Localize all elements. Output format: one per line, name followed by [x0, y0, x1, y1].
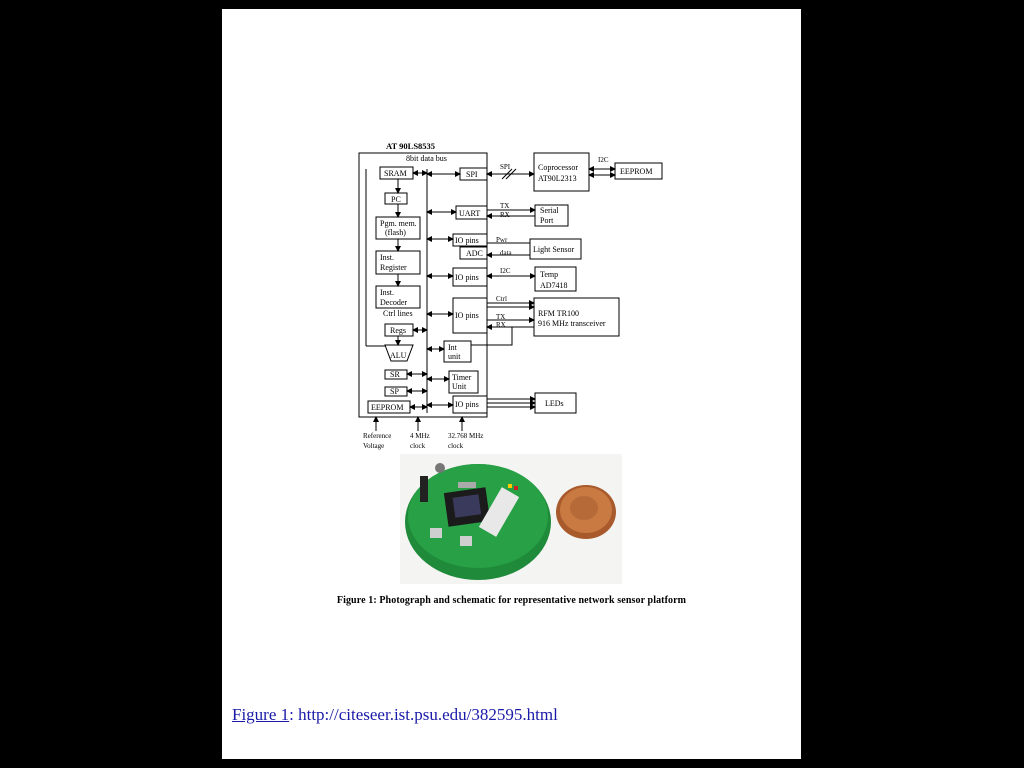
transceiver-label: 916 MHz transceiver: [538, 319, 606, 328]
sensor-board-photo: [400, 454, 622, 584]
schematic-diagram: AT 90LS8535 8bit data bus SRAM PC Pgm. m…: [358, 141, 663, 450]
figure-link[interactable]: Figure 1: [232, 705, 290, 724]
timer-label: Timer: [452, 373, 472, 382]
data-bus-label: 8bit data bus: [406, 154, 447, 163]
i2c-top-signal-label: I2C: [598, 156, 609, 164]
unit-label: unit: [448, 352, 461, 361]
eeprom-internal-label: EEPROM: [371, 403, 403, 412]
clock-32mhz-label: 32.768 MHz: [448, 432, 483, 440]
eeprom-external-label: EEPROM: [620, 167, 652, 176]
coprocessor-model-label: AT90L2313: [538, 174, 577, 183]
temp-model-label: AD7418: [540, 281, 568, 290]
light-sensor-block: [529, 238, 582, 260]
clock-label-2: clock: [448, 442, 464, 450]
pwr-signal: Pwr: [496, 236, 508, 244]
regs-label: Regs: [390, 326, 406, 335]
chip-title: AT 90LS8535: [386, 141, 435, 151]
clock-4mhz-label: 4 MHz: [410, 432, 430, 440]
io-pins-3-label: IO pins: [455, 311, 479, 320]
coprocessor-label: Coprocessor: [538, 163, 578, 172]
sram-label: SRAM: [384, 169, 407, 178]
sp-label: SP: [390, 387, 399, 396]
coprocessor-block: [533, 152, 590, 192]
inst-decoder-label-2: Decoder: [380, 298, 407, 307]
rx-signal-2: RX: [496, 321, 506, 329]
timer-unit-block: [448, 370, 479, 394]
inst-decoder-label-1: Inst.: [380, 288, 394, 297]
int-label: Int: [448, 343, 458, 352]
serial-label: Serial: [540, 206, 559, 215]
figure-url: : http://citeseer.ist.psu.edu/382595.htm…: [289, 705, 558, 724]
voltage-label: Voltage: [363, 442, 384, 450]
light-sensor-label: Light Sensor: [533, 245, 574, 254]
inst-register-label-2: Register: [380, 263, 407, 272]
temp-label: Temp: [540, 270, 558, 279]
port-label: Port: [540, 216, 554, 225]
alu-block: [384, 344, 414, 362]
alu-label: ALU: [390, 351, 407, 360]
figure-reference: Figure 1: http://citeseer.ist.psu.edu/38…: [232, 705, 558, 725]
reference-label: Reference: [363, 432, 391, 440]
pgm-mem-label: Pgm. mem.: [380, 219, 417, 228]
io-pins-4-label: IO pins: [455, 400, 479, 409]
slide-page: AT 90LS8535 8bit data bus SRAM PC Pgm. m…: [222, 9, 801, 759]
figure-caption: Figure 1: Photograph and schematic for r…: [336, 595, 687, 606]
leds-label: LEDs: [545, 399, 564, 408]
spi-signal-label: SPI: [500, 163, 511, 171]
io-pins-2-label: IO pins: [455, 273, 479, 282]
rx-signal-1: RX: [500, 211, 510, 219]
rfm-label: RFM TR100: [538, 309, 579, 318]
pc-label: PC: [391, 195, 401, 204]
spi-block-label: SPI: [466, 170, 478, 179]
clock-label-1: clock: [410, 442, 426, 450]
ctrl-signal: Ctrl: [496, 295, 507, 303]
io-pins-1-label: IO pins: [455, 236, 479, 245]
adc-label: ADC: [466, 249, 483, 258]
ctrl-lines-label: Ctrl lines: [383, 309, 413, 318]
data-signal: data: [500, 249, 513, 257]
tx-signal-2: TX: [496, 313, 505, 321]
sr-label: SR: [390, 370, 400, 379]
uart-label: UART: [459, 209, 480, 218]
temp-sensor-block: [534, 266, 577, 292]
pgm-flash-label: (flash): [385, 228, 406, 237]
tx-signal-1: TX: [500, 202, 509, 210]
i2c-signal: I2C: [500, 267, 511, 275]
inst-register-label-1: Inst.: [380, 253, 394, 262]
timer-unit-label: Unit: [452, 382, 467, 391]
